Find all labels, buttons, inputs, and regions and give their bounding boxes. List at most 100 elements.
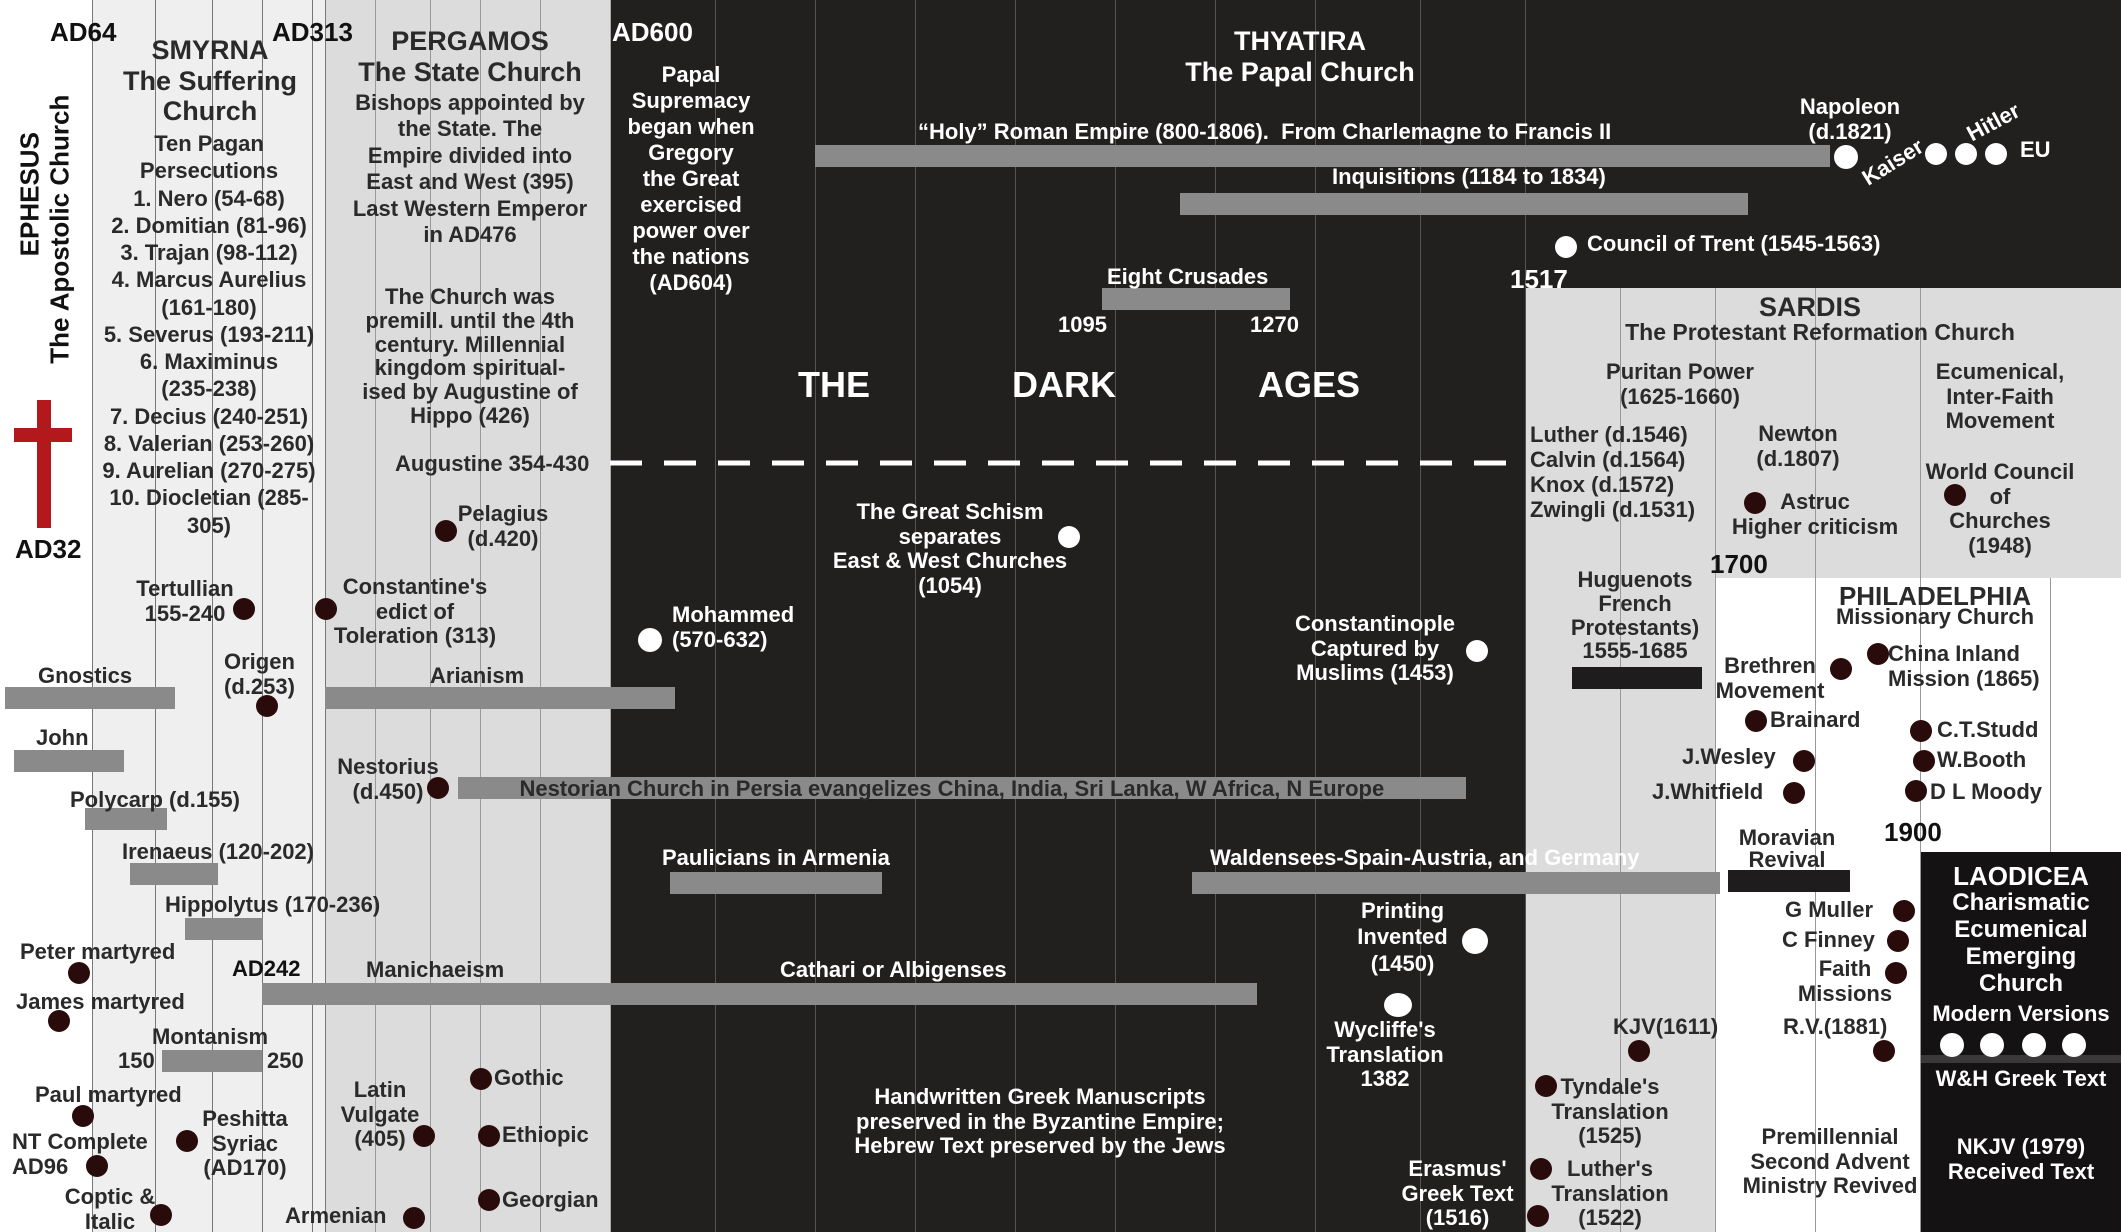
eu-label: EU [2020,137,2051,162]
pergamos-sub: The State Church [358,57,582,87]
smyrna-region [92,0,325,1232]
coptic-dot [150,1204,172,1226]
period-ad64: AD64 [50,17,117,47]
hitler-dot [1955,143,1977,165]
rv-dot [1873,1040,1895,1062]
john-label: John [36,725,89,750]
origen-label: Origen (d.253) [224,649,295,699]
dark-ages-dark: DARK [1012,364,1116,405]
manichaeism-label: Manichaeism [366,957,505,982]
finney-label: C Finney [1782,927,1875,952]
grid-line [1315,0,1316,1232]
armenian-label: Armenian [285,1203,387,1228]
paul-label: Paul martyred [35,1082,182,1107]
grid-line [610,0,611,1232]
tyndale-label: Tyndale's Translation (1525) [1551,1074,1669,1149]
modern-dot-2 [1980,1033,2004,1057]
grid-line [1420,0,1421,1232]
erasmus-dot [1527,1205,1549,1227]
rv-label: R.V.(1881) [1783,1014,1888,1039]
grid-line [2050,578,2051,852]
ecumenical-label: Ecumenical, Inter-Faith Movement [1935,359,2065,434]
grid-line [1715,288,1716,1232]
sardis-sub: The Protestant Reformation Church [1625,319,2015,345]
james-dot [48,1010,70,1032]
luther-tr-dot [1530,1158,1552,1180]
holy-roman-bar [815,145,1830,167]
james-label: James martyred [16,989,185,1014]
waldensees-label: Waldensees-Spain-Austria, and Germany [1210,845,1640,870]
manichaeism-bar [262,983,1257,1005]
erasmus-label: Erasmus' Greek Text (1516) [1401,1156,1514,1231]
modern-dot-1 [1940,1033,1964,1057]
inquisitions-bar [1180,193,1748,215]
dark-ages-ages: AGES [1258,364,1361,405]
papal-note: Papal Supremacy began when Gregory the G… [627,62,755,295]
paulicians-bar [670,872,882,894]
crusades-1095: 1095 [1058,312,1107,337]
grid-line [1620,288,1621,1232]
booth-label: W.Booth [1937,747,2027,772]
crusades-bar [1102,288,1290,310]
paulicians-label: Paulicians in Armenia [662,845,890,870]
nestorius-dot [427,777,449,799]
armenian-dot [403,1207,425,1229]
peshitta-label: Peshitta Syriac (AD170) [202,1106,288,1181]
smyrna-notes: Ten Pagan Persecutions 1. Nero (54-68) 2… [102,131,316,538]
ephesus-region [0,0,92,1232]
period-ad32: AD32 [15,534,82,564]
waldensees-bar [1192,872,1720,894]
pergamos-region [325,0,610,1232]
georgian-label: Georgian [502,1187,599,1212]
montanism-150: 150 [118,1048,155,1073]
ephesus-sub: The Apostolic Church [44,94,75,364]
cathari-label: Cathari or Albigenses [780,957,1007,982]
irenaeus-bar [130,863,218,885]
gnostics-label: Gnostics [38,663,133,688]
nt-dot [86,1155,108,1177]
brainard-dot [1745,710,1767,732]
grid-line [262,0,263,1232]
grid-line [375,0,376,1232]
wycliffe-label: Wycliffe's Translation 1382 [1326,1017,1444,1092]
nkjv-label: NKJV (1979) Received Text [1947,1134,2095,1184]
year-1517: 1517 [1510,264,1568,294]
tyndale-dot [1535,1075,1557,1097]
inquisitions-label: Inquisitions (1184 to 1834) [1332,164,1606,189]
modern-dot-3 [2022,1033,2046,1057]
luther-tr-label: Luther's Translation (1522) [1551,1156,1669,1231]
schism-dot [1058,526,1080,548]
brainard-label: Brainard [1770,707,1861,732]
grid-line [480,0,481,1232]
grid-line [915,0,916,1232]
grid-line [815,0,816,1232]
grid-line [1115,0,1116,1232]
kjv-dot [1628,1040,1650,1062]
moravian-bar [1728,870,1850,892]
pergamos-name: PERGAMOS [391,26,549,56]
philadelphia-name: PHILADELPHIA [1838,581,2032,611]
trent-label: Council of Trent (1545-1563) [1587,231,1881,256]
thyatira-sub: The Papal Church [1185,57,1415,87]
mohammed-label: Mohammed (570-632) [672,602,795,652]
grid-line [1525,0,1526,1232]
kaiser-dot [1925,143,1947,165]
crusades-1270: 1270 [1250,312,1299,337]
brethren-label: Brethren Movement [1715,653,1825,703]
astruc-dot [1744,492,1766,514]
mohammed-dot [638,628,662,652]
faith-dot [1885,962,1907,984]
china-label: China Inland Mission (1865) [1888,641,2040,691]
napoleon-label: Napoleon (d.1821) [1799,94,1901,144]
constantine-label: Constantine's edict of Toleration (313) [333,574,497,649]
ethiopic-label: Ethiopic [502,1122,589,1147]
montanism-bar [162,1050,262,1072]
dark-ages-the: THE [798,364,870,405]
huguenots-bar [1572,667,1702,689]
laodicea-divider [1920,1055,2121,1063]
grid-line [1015,0,1016,1232]
pergamos-bishops: Bishops appointed by the State. The Empi… [352,90,588,247]
brethren-dot [1830,658,1852,680]
modern-dot-4 [2062,1033,2086,1057]
year-1700: 1700 [1710,549,1768,579]
